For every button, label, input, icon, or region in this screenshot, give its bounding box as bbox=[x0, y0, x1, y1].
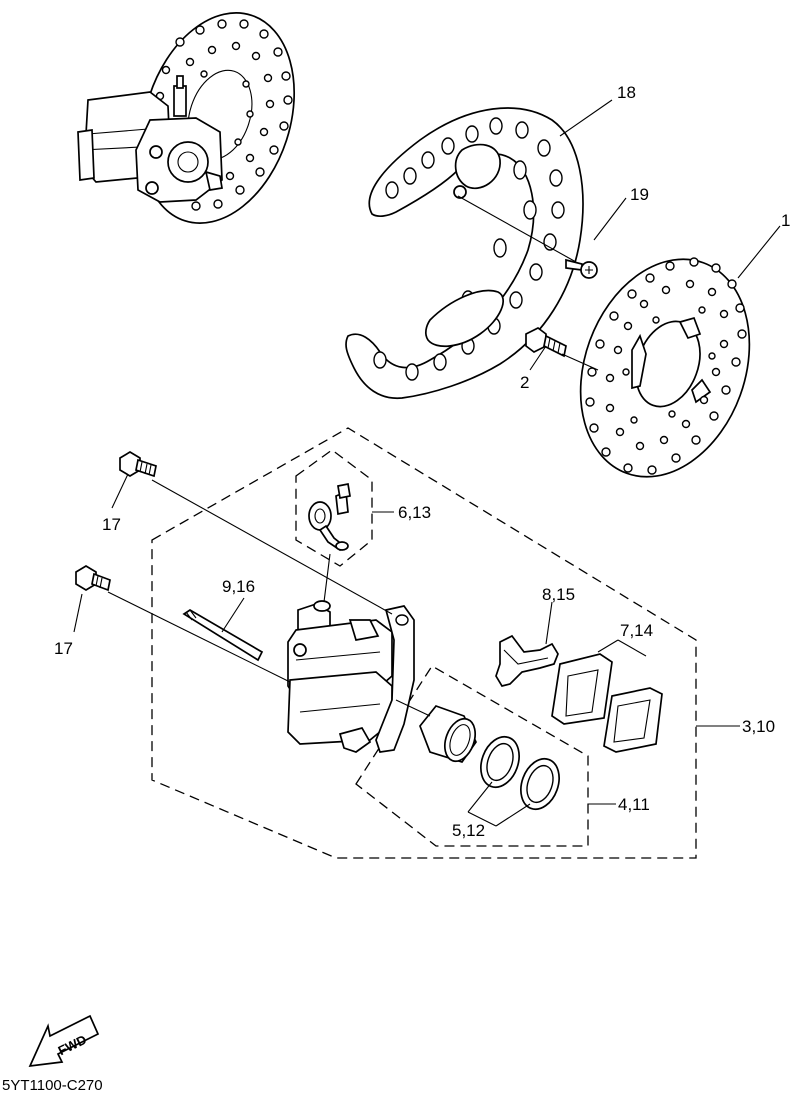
caliper-assembly-box bbox=[151, 427, 697, 859]
bleed-screw-box bbox=[295, 449, 373, 567]
disc-guard-plate bbox=[345, 107, 584, 400]
label-part-6-13: 6,13 bbox=[398, 503, 431, 522]
leader-lines bbox=[73, 99, 781, 827]
brake-pad-outer bbox=[603, 687, 663, 753]
label-part-7-14: 7,14 bbox=[620, 621, 653, 640]
assembled-view-illustration bbox=[77, 12, 296, 224]
label-part-1: 1 bbox=[781, 211, 790, 230]
label-part-4-11: 4,11 bbox=[618, 795, 650, 814]
label-part-3-10: 3,10 bbox=[742, 717, 775, 736]
dust-seal bbox=[520, 757, 560, 811]
label-part-2: 2 bbox=[520, 373, 529, 392]
caliper-piston bbox=[419, 704, 477, 763]
label-part-8-15: 8,15 bbox=[542, 585, 575, 604]
disc-bolt bbox=[525, 327, 567, 358]
label-part-17-lower: 17 bbox=[54, 639, 73, 658]
fwd-arrow-icon: FWD bbox=[28, 1014, 100, 1068]
label-part-17-upper: 17 bbox=[102, 515, 121, 534]
brake-disc bbox=[579, 257, 751, 478]
label-part-19: 19 bbox=[630, 185, 649, 204]
pad-spring bbox=[495, 634, 559, 687]
bleed-screw bbox=[308, 482, 351, 552]
pad-pin bbox=[182, 608, 264, 662]
piston-kit-box bbox=[355, 665, 589, 847]
caliper-body bbox=[287, 600, 415, 753]
diagram-code: 5YT1100-C270 bbox=[2, 1077, 103, 1094]
brake-pad-inner bbox=[551, 653, 613, 725]
caliper-bolt-lower bbox=[75, 565, 111, 592]
piston-seal bbox=[480, 735, 520, 789]
screw bbox=[565, 258, 598, 279]
label-part-18: 18 bbox=[617, 83, 636, 102]
label-part-9-16: 9,16 bbox=[222, 577, 255, 596]
label-part-5-12: 5,12 bbox=[452, 821, 485, 840]
caliper-bolt-upper bbox=[119, 451, 157, 478]
